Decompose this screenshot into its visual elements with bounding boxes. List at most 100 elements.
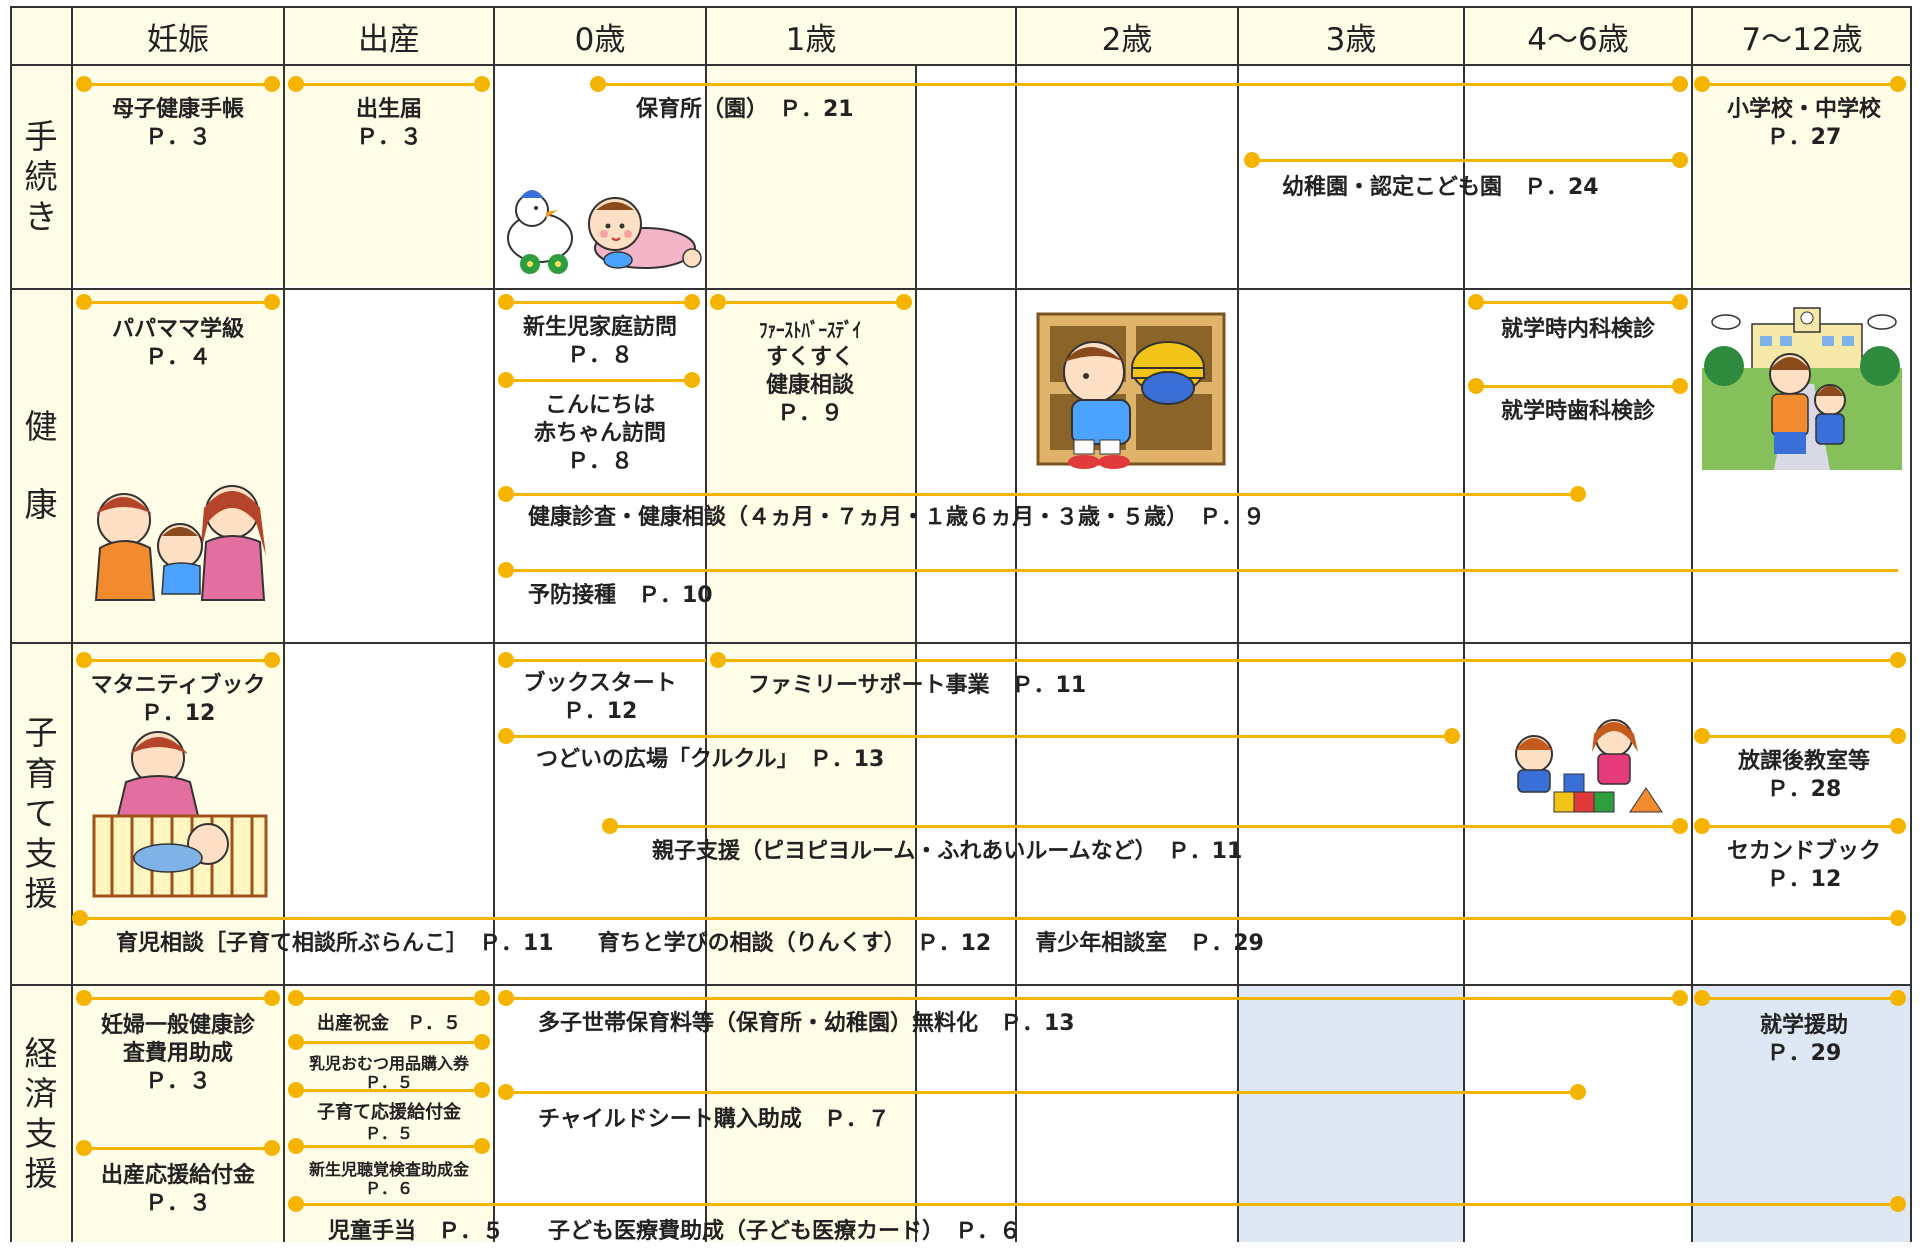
col-header-0sai: 0歳 [574,21,626,58]
row-label-char: 支 [24,1114,58,1153]
timeline-bar [598,83,1680,86]
grid-v [705,6,707,1242]
grid-v [1910,6,1912,1242]
item-maternity: マタニティブック Ｐ．12 [91,672,266,728]
timeline-dot [76,652,92,668]
item-sukusuku: ﾌｧｰｽﾄﾊﾞｰｽﾃﾞｲ すくすく 健康相談 Ｐ．９ [750,316,870,428]
timeline-dot [264,1140,280,1156]
item-ikuji-soudan: 育児相談［子育て相談所ぶらんこ］ Ｐ．11 育ちと学びの相談（りんくす） Ｐ．1… [116,931,1264,956]
item-tsudoi: つどいの広場「クルクル」 Ｐ．13 [536,747,885,772]
row-label-economic: 経 済 支 援 [10,986,72,1242]
bg-header [10,6,1912,66]
item-label: パパママ学級 [111,317,245,342]
item-label: 放課後教室等 [1737,749,1871,774]
bg-shade-7sai [1692,986,1912,1242]
timeline-dot [1890,990,1906,1006]
item-shussan-ouen: 出産応援給付金 Ｐ．３ [101,1162,255,1218]
item-omutsu: 乳児おむつ用品購入券 Ｐ．５ [309,1054,469,1092]
timeline-dot [264,76,280,92]
item-page: Ｐ．８ [566,449,634,474]
item-label: 赤ちゃん訪問 [533,421,667,446]
timeline-dot [1890,818,1906,834]
timeline-dot [288,76,304,92]
item-page: Ｐ．12 [562,699,638,724]
item-label: マタニティブック [90,673,266,698]
timeline-bar [506,997,1680,1000]
bg-shade-3sai [1238,986,1464,1242]
col-header-ninshin: 妊娠 [147,21,209,58]
grid-v [10,6,12,1242]
timeline-bar [506,569,1898,572]
timeline-bar [506,493,1578,496]
item-label: 新生児家庭訪問 [522,315,678,340]
grid-v [493,6,495,1242]
col-header-4-6sai: 4～6歳 [1527,21,1629,58]
timeline-dot [474,990,490,1006]
timeline-dot [288,1138,304,1154]
item-page: Ｐ．６ [364,1179,414,1198]
family-with-baby-illustration [94,485,266,601]
timeline-bar [84,1147,272,1150]
row-label-char: 手 [24,116,58,156]
item-page: Ｐ．27 [1766,125,1842,150]
item-shika: 就学時歯科検診 [1500,399,1656,424]
timeline-bar [506,659,706,662]
item-label: 就学援助 [1759,1013,1849,1038]
item-label: 乳児おむつ用品購入券 [308,1054,470,1073]
item-label: 出産応援給付金 [100,1163,256,1188]
item-childseat: チャイルドシート購入助成 Ｐ．７ [538,1107,890,1132]
item-iwaikin: 出産祝金 Ｐ．５ [317,1013,461,1034]
timeline-bar [296,1089,482,1092]
item-page: Ｐ．12 [1766,867,1842,892]
item-label: 出生届 [355,97,423,122]
timeline-dot [288,990,304,1006]
item-page: Ｐ．４ [144,345,212,370]
timeline-dot [1570,1084,1586,1100]
timeline-dot [710,294,726,310]
timeline-dot [264,652,280,668]
item-hoikusho: 保育所（園） Ｐ．21 [636,97,854,122]
row-label-char: て [24,793,58,833]
item-kenshin: 健康診査・健康相談（４ヵ月・７ヵ月・１歳６ヵ月・３歳・５歳） Ｐ．９ [528,505,1266,530]
timeline-dot [1672,76,1688,92]
item-page: Ｐ．５ [364,1073,414,1092]
item-label: 新生児聴覚検査助成金 [308,1160,470,1179]
timeline-bar [84,997,272,1000]
row-label-char: き [24,197,58,237]
item-page: Ｐ．３ [144,1191,212,1216]
timeline-bar [1476,301,1680,304]
timeline-dot [602,818,618,834]
timeline-dot [474,76,490,92]
timeline-dot [1890,910,1906,926]
timeline-dot [1694,728,1710,744]
grid-h [10,642,1912,644]
item-shusshotodoke: 出生届 Ｐ．３ [356,96,422,152]
row-label-char: 済 [24,1073,58,1113]
item-label: ﾌｧｰｽﾄﾊﾞｰｽﾃﾞｲ [759,318,861,342]
timeline-bar [296,83,482,86]
row-label-char: 経 [24,1033,58,1073]
timeline-dot [72,910,88,926]
timeline-dot [1444,728,1460,744]
timeline-dot [498,1084,514,1100]
timeline-dot [474,1034,490,1050]
timeline-dot [1694,76,1710,92]
timeline-bar [506,1091,1578,1094]
item-page: Ｐ．３ [144,125,212,150]
item-label: セカンドブック [1726,839,1882,864]
timeline-dot [1694,990,1710,1006]
grid-v [1015,6,1017,1242]
timeline-dot [1468,378,1484,394]
timeline-dot [474,1138,490,1154]
timeline-dot [896,294,912,310]
item-choukaku: 新生児聴覚検査助成金 Ｐ．６ [309,1160,469,1198]
item-page: Ｐ．12 [140,701,216,726]
grid-h [10,64,1912,66]
row-label-char: 康 [24,485,58,524]
row-label-char: 子 [24,713,58,753]
baby-and-duck-toy-illustration [507,190,702,274]
timeline-dot [498,728,514,744]
timeline-bar [84,659,272,662]
grid-h [10,984,1912,986]
item-label: ブックスタート [523,671,677,696]
